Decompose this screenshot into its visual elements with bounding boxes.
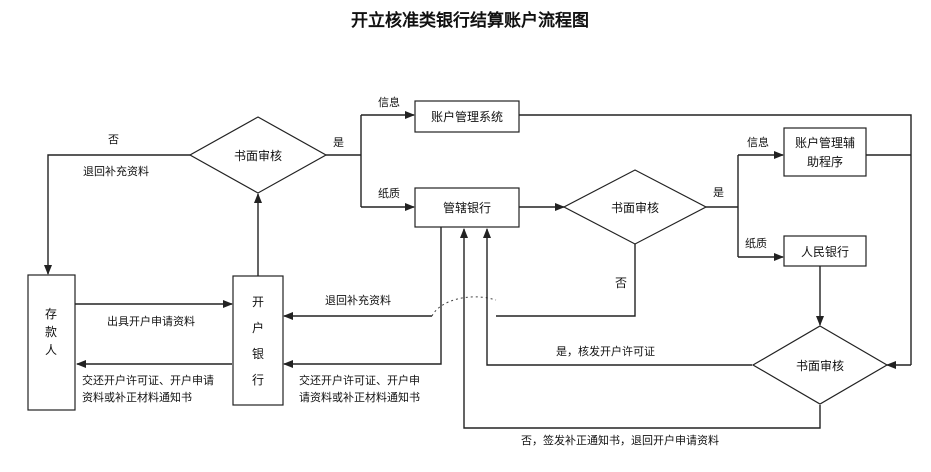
label-info-2: 信息 [747,135,769,149]
svg-text:书面审核: 书面审核 [234,148,282,163]
node-review2: 书面审核 [562,169,708,245]
label-issue-application: 出具开户申请资料 [107,314,195,328]
svg-text:存: 存 [45,307,57,321]
svg-text:人: 人 [45,343,57,357]
label-return-mid-2: 请资料或补正材料通知书 [299,390,420,404]
edge-review3-no [460,228,821,429]
label-yes-2: 是 [713,186,724,199]
label-return-left-2: 资料或补正材料通知书 [82,390,192,404]
edge-crossing [431,296,497,317]
svg-text:账户管理系统: 账户管理系统 [431,109,503,124]
node-opening-bank: 开 户 银 行 [232,275,284,406]
edge-system-right [519,114,912,365]
node-aux-program: 账户管理辅 助程序 [783,127,867,177]
node-review3: 书面审核 [751,325,889,405]
svg-text:书面审核: 书面审核 [796,358,844,373]
page-title: 开立核准类银行结算账户流程图 [351,10,589,31]
edge-review1-no [44,154,190,275]
label-paper-1: 纸质 [378,187,400,200]
label-no-mid: 否 [615,276,627,290]
node-account-system: 账户管理系统 [414,100,520,133]
label-info-1: 信息 [378,95,400,109]
label-return-supplement-top: 退回补充资料 [83,164,149,178]
svg-text:书面审核: 书面审核 [611,200,659,215]
edge-review2-no [496,244,636,317]
svg-text:助程序: 助程序 [807,154,843,169]
label-yes-1: 是 [333,136,344,149]
svg-text:开: 开 [252,295,264,309]
node-review1: 书面审核 [188,116,328,194]
label-return-supplement-mid: 退回补充资料 [325,293,391,307]
label-no-top: 否 [108,133,119,146]
svg-text:账户管理辅: 账户管理辅 [795,135,855,150]
label-yes-license: 是，核发开户许可证 [556,344,655,358]
svg-text:管辖银行: 管辖银行 [443,200,491,215]
node-depositor: 存 款 人 [27,274,76,411]
svg-text:银: 银 [252,347,264,361]
node-managing-bank: 管辖银行 [414,187,520,228]
svg-text:款: 款 [45,325,57,339]
label-return-left-1: 交还开户许可证、开户申请 [82,373,214,387]
svg-text:人民银行: 人民银行 [801,245,849,259]
label-return-mid-1: 交还开户许可证、开户申 [299,373,420,387]
node-pboc: 人民银行 [783,235,867,267]
label-no-bottom: 否，签发补正通知书，退回开户申请资料 [521,433,719,447]
svg-text:行: 行 [252,373,264,387]
label-paper-2: 纸质 [745,237,767,250]
svg-text:户: 户 [252,320,264,335]
edge-managing-to-bank [283,227,442,368]
edge-review3-yes [483,228,752,366]
